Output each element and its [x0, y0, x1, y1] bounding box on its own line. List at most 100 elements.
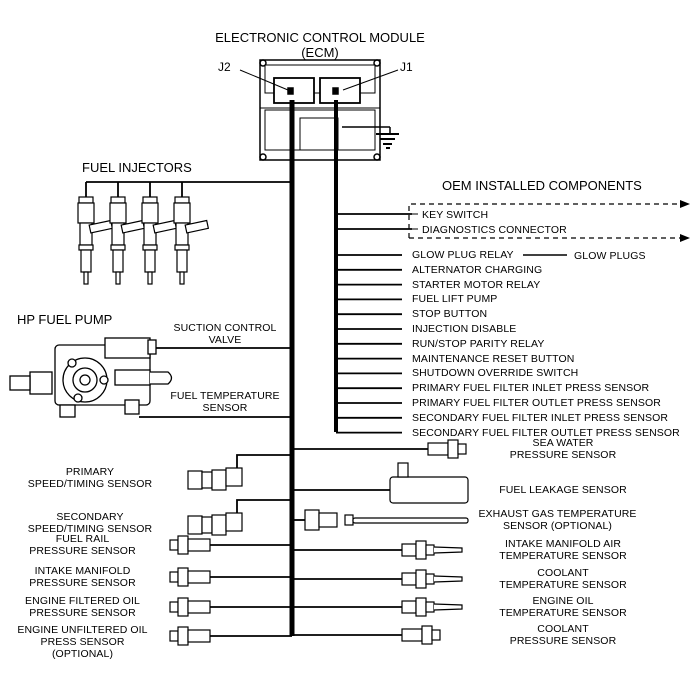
oem-item-label: RUN/STOP PARITY RELAY — [412, 337, 545, 350]
ecm-title: ELECTRONIC CONTROL MODULE (ECM) — [180, 30, 460, 60]
left-sensor-label-line1: SECONDARY — [56, 511, 124, 523]
suction-control-line2: VALVE — [208, 334, 242, 346]
left-sensor-label-line1: ENGINE UNFILTERED OIL — [17, 624, 148, 636]
hp-fuel-pump-label: HP FUEL PUMP — [17, 312, 113, 327]
right-sensor-icon — [292, 625, 441, 645]
oem-item-label: SHUTDOWN OVERRIDE SWITCH — [412, 367, 579, 380]
right-sensor-group — [292, 439, 469, 645]
right-sensor-icon — [292, 509, 469, 531]
fuel-injector-icon — [109, 196, 146, 285]
left-sensor-icon — [187, 499, 292, 536]
oem-key-switch: KEY SWITCH — [422, 209, 489, 221]
left-sensor-label-line3: (OPTIONAL) — [51, 648, 114, 660]
right-sensor-label-line1: ENGINE OIL — [532, 595, 594, 607]
oem-diagnostics-connector: DIAGNOSTICS CONNECTOR — [422, 224, 567, 236]
ecm-connector-j1 — [319, 77, 361, 104]
oem-item-label: STARTER MOTOR RELAY — [412, 278, 541, 291]
right-sensor-label-line2: SENSOR (OPTIONAL) — [502, 520, 613, 532]
ecm-connector-j2 — [273, 77, 315, 104]
fuel-injectors-label: FUEL INJECTORS — [82, 160, 192, 175]
oem-item-label: GLOW PLUG RELAY — [412, 249, 514, 261]
left-sensor-label-line1: INTAKE MANIFOLD — [34, 565, 131, 577]
left-sensor-label-line2: PRESSURE SENSOR — [29, 577, 136, 589]
connector-j1-label: J1 — [400, 60, 413, 74]
dashed-bracket-top — [408, 203, 680, 238]
right-sensor-icon — [292, 597, 463, 617]
left-sensor-icon — [169, 626, 292, 646]
oem-item-label: SECONDARY FUEL FILTER OUTLET PRESS SENSO… — [412, 426, 680, 439]
fuel-injectors — [77, 196, 210, 285]
oem-item-label: FUEL LIFT PUMP — [412, 293, 498, 306]
left-sensor-icon — [169, 535, 292, 555]
right-sensor-icon — [292, 439, 467, 459]
hp-pump-wiring — [139, 347, 292, 418]
right-sensor-label-line1: COOLANT — [537, 567, 589, 579]
oem-item-label: PRIMARY FUEL FILTER INLET PRESS SENSOR — [412, 382, 650, 395]
right-sensor-icon — [292, 462, 469, 504]
arrow-right-icon — [680, 234, 690, 242]
fuel-injector-icon — [141, 196, 178, 285]
left-sensor-label-line2: PRESS SENSOR — [40, 636, 125, 648]
right-sensor-label-line2: PRESSURE SENSOR — [509, 449, 617, 461]
left-sensor-label-line2: PRESSURE SENSOR — [29, 607, 136, 619]
connector-j2-label: J2 — [218, 60, 231, 74]
right-sensor-label-line1: INTAKE MANIFOLD AIR — [504, 538, 622, 550]
oem-item-label: SECONDARY FUEL FILTER INLET PRESS SENSOR — [412, 411, 669, 424]
right-sensor-icon — [292, 540, 463, 560]
ground-icon — [342, 126, 399, 149]
fuel-injector-icon — [77, 196, 114, 285]
ecm-title-line2: (ECM) — [301, 45, 339, 60]
hp-fuel-pump-icon — [9, 337, 173, 418]
right-sensor-label-line1: SEA WATER — [532, 437, 594, 449]
right-sensor-label-line2: TEMPERATURE SENSOR — [499, 579, 627, 591]
left-sensor-icon — [169, 567, 292, 587]
right-sensor-label-line2: PRESSURE SENSOR — [509, 635, 617, 647]
left-sensor-label-line1: PRIMARY — [65, 466, 115, 478]
suction-control-line1: SUCTION CONTROL — [173, 322, 277, 334]
right-sensor-icon — [292, 569, 463, 589]
suction-control-valve-label: SUCTION CONTROL VALVE — [160, 322, 290, 346]
left-sensor-label-line2: PRESSURE SENSOR — [29, 545, 136, 557]
left-sensor-icon — [187, 454, 292, 491]
left-sensor-label-line1: FUEL RAIL — [55, 533, 110, 545]
right-sensor-label-line1: COOLANT — [537, 623, 589, 635]
oem-item-label: PRIMARY FUEL FILTER OUTLET PRESS SENSOR — [412, 397, 661, 409]
left-sensor-label-line2: SPEED/TIMING SENSOR — [27, 523, 153, 535]
fuel-temp-line1: FUEL TEMPERATURE — [170, 390, 280, 402]
left-sensor-icon — [169, 597, 292, 617]
right-sensor-label: FUEL LEAKAGE SENSOR — [488, 484, 638, 496]
left-sensor-label-line1: ENGINE FILTERED OIL — [25, 595, 140, 607]
oem-item-label: STOP BUTTON — [412, 308, 488, 321]
right-sensor-label-line1: EXHAUST GAS TEMPERATURE — [478, 508, 637, 520]
fuel-injector-icon — [173, 196, 210, 285]
oem-item-label: MAINTENANCE RESET BUTTON — [412, 352, 575, 365]
left-sensor-group — [169, 454, 292, 646]
oem-glow-plugs: GLOW PLUGS — [574, 250, 646, 262]
oem-item-label: INJECTION DISABLE — [412, 323, 517, 335]
fuel-temperature-sensor-label: FUEL TEMPERATURE SENSOR — [155, 390, 295, 414]
right-sensor-label-line1: FUEL LEAKAGE SENSOR — [499, 484, 627, 496]
fuel-temp-line2: SENSOR — [202, 402, 248, 414]
left-sensor-label-line2: SPEED/TIMING SENSOR — [27, 478, 153, 490]
right-sensor-label-line2: TEMPERATURE SENSOR — [499, 550, 627, 562]
oem-heading: OEM INSTALLED COMPONENTS — [442, 178, 642, 193]
right-sensor-label-line2: TEMPERATURE SENSOR — [499, 607, 627, 619]
oem-wiring — [336, 200, 690, 434]
injector-wiring — [85, 181, 292, 197]
oem-item-label: ALTERNATOR CHARGING — [412, 263, 543, 276]
arrow-right-icon — [680, 200, 690, 208]
ecm-module — [239, 59, 399, 161]
